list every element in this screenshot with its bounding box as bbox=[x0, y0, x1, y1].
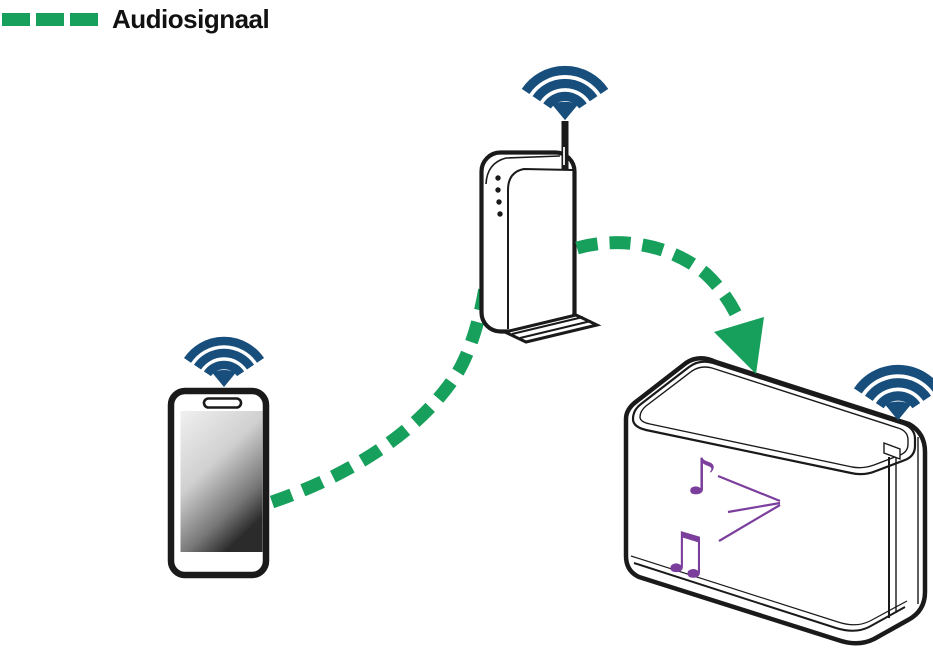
router-led bbox=[495, 187, 501, 193]
wifi-icon bbox=[526, 70, 605, 120]
speaker-body bbox=[623, 356, 928, 646]
sound-lines bbox=[717, 474, 781, 542]
legend: Audiosignaal bbox=[2, 4, 270, 34]
legend-label: Audiosignaal bbox=[112, 4, 270, 34]
router-led bbox=[496, 199, 502, 205]
wifi-icon bbox=[188, 341, 261, 387]
single-music-note-icon: ♪ bbox=[686, 448, 718, 506]
smartphone-icon bbox=[167, 387, 270, 579]
legend-dash bbox=[70, 12, 98, 26]
signal-path-router-to-speaker bbox=[575, 236, 744, 321]
legend-dash bbox=[36, 12, 64, 26]
arrowhead-icon bbox=[714, 317, 764, 374]
router-led bbox=[497, 211, 503, 217]
router-led bbox=[495, 175, 501, 181]
signal-path-phone-to-router bbox=[269, 265, 495, 509]
wireless-router-icon bbox=[479, 121, 602, 344]
router-foot bbox=[500, 313, 602, 344]
router-antenna bbox=[561, 121, 569, 169]
double-music-note-icon: ♫ bbox=[660, 521, 710, 586]
router-body bbox=[479, 150, 577, 334]
legend-dash bbox=[2, 12, 30, 26]
music-notes: ♪ ♫ bbox=[660, 448, 781, 586]
phone-earpiece bbox=[202, 397, 243, 409]
wireless-speaker-icon: ♪ ♫ bbox=[623, 356, 928, 646]
phone-screen bbox=[180, 411, 263, 552]
